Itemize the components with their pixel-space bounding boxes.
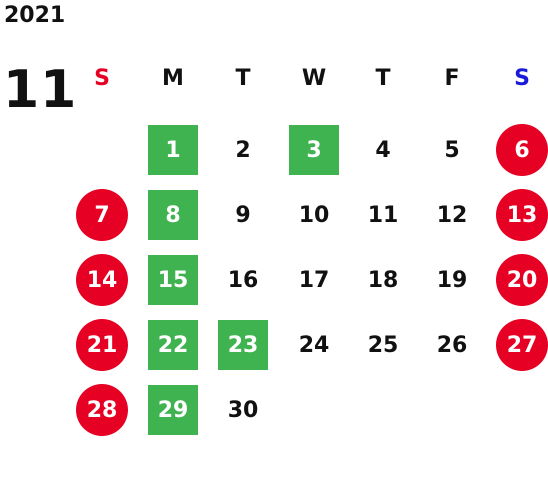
day-cell-1: 1	[148, 125, 198, 175]
weekday-header-sun: S	[94, 66, 110, 91]
day-cell-19: 19	[436, 267, 468, 293]
weekday-header-mon: M	[162, 66, 184, 91]
day-cell-7: 7	[76, 189, 128, 241]
day-cell-14: 14	[76, 254, 128, 306]
day-cell-4: 4	[375, 137, 391, 163]
day-cell-21: 21	[76, 319, 128, 371]
day-cell-28: 28	[76, 384, 128, 436]
day-cell-6: 6	[496, 124, 548, 176]
day-cell-5: 5	[444, 137, 460, 163]
weekday-header-tue: T	[235, 66, 251, 91]
day-cell-30: 30	[227, 397, 259, 423]
day-cell-10: 10	[298, 202, 330, 228]
day-cell-24: 24	[298, 332, 330, 358]
day-cell-18: 18	[367, 267, 399, 293]
day-cell-9: 9	[235, 202, 251, 228]
day-cell-27: 27	[496, 319, 548, 371]
year-label: 2021	[4, 3, 66, 28]
day-cell-13: 13	[496, 189, 548, 241]
day-cell-20: 20	[496, 254, 548, 306]
month-number: 11	[3, 60, 78, 120]
day-cell-26: 26	[436, 332, 468, 358]
day-cell-23: 23	[218, 320, 268, 370]
day-cell-2: 2	[235, 137, 251, 163]
day-cell-11: 11	[367, 202, 399, 228]
day-cell-15: 15	[148, 255, 198, 305]
weekday-header-sat: S	[514, 66, 530, 91]
day-cell-3: 3	[289, 125, 339, 175]
day-cell-16: 16	[227, 267, 259, 293]
weekday-header-thu: T	[375, 66, 391, 91]
weekday-header-fri: F	[444, 66, 460, 91]
day-cell-22: 22	[148, 320, 198, 370]
day-cell-29: 29	[148, 385, 198, 435]
day-cell-17: 17	[298, 267, 330, 293]
day-cell-12: 12	[436, 202, 468, 228]
day-cell-25: 25	[367, 332, 399, 358]
day-cell-8: 8	[148, 190, 198, 240]
weekday-header-wed: W	[301, 66, 327, 91]
